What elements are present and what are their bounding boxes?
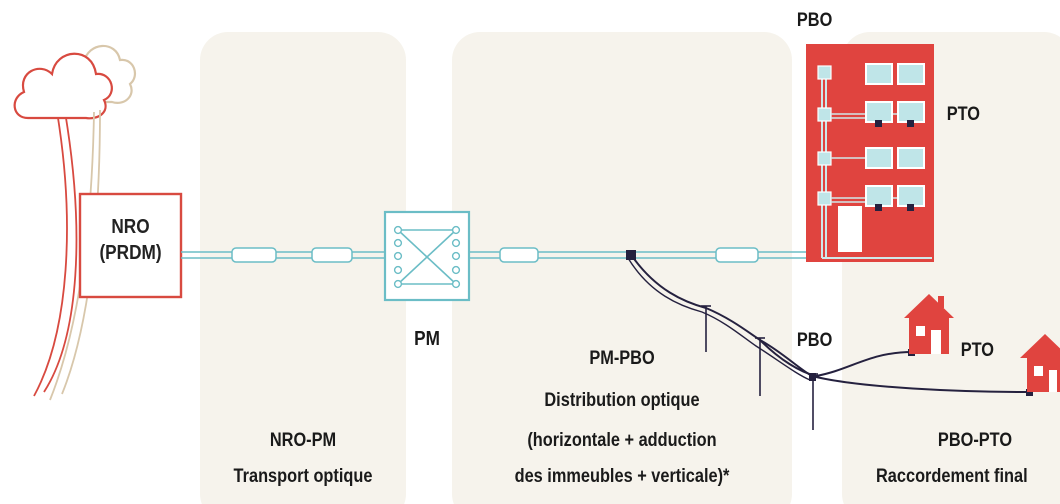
house-icon: [1020, 334, 1060, 392]
junction-box: [626, 250, 636, 260]
nro-label: NRO (PRDM): [80, 214, 181, 266]
pbo-house-label: PBO: [796, 330, 833, 351]
section-pm-pbo-title: PM-PBO: [589, 348, 655, 369]
building-icon: [806, 44, 934, 262]
nro-subtitle: (PRDM): [99, 242, 162, 264]
backbone-cable-red-2: [43, 117, 78, 393]
section-pm-pbo-line1: Distribution optique: [544, 390, 700, 411]
aerial-cable: [627, 257, 811, 381]
panel-pm-pbo: [452, 32, 792, 504]
pto-box: [1026, 389, 1033, 396]
section-pm-pbo-line3: des immeubles + verticale)*: [514, 466, 730, 487]
cloud-front-icon: [13, 52, 113, 120]
fiber-splice: [311, 247, 353, 263]
utility-pole: [755, 337, 765, 396]
section-pbo-pto-title: PBO-PTO: [937, 430, 1013, 451]
fiber-splice: [715, 247, 759, 263]
backbone-cable-red: [33, 117, 68, 397]
pm-cabinet: [383, 210, 471, 302]
pto-building-label: PTO: [946, 104, 981, 125]
pto-house-label: PTO: [960, 340, 995, 361]
pm-label: PM: [414, 328, 440, 350]
utility-pole: [808, 373, 818, 430]
section-nro-pm-subtitle: Transport optique: [233, 466, 373, 487]
fiber-splice: [231, 247, 277, 263]
section-pm-pbo-line2: (horizontale + adduction: [527, 430, 717, 451]
aerial-cable: [759, 339, 913, 378]
panel-nro-pm: [200, 32, 406, 504]
fiber-splice: [499, 247, 539, 263]
utility-pole: [701, 305, 711, 352]
nro-title: NRO: [111, 216, 150, 238]
section-pbo-pto-subtitle: Raccordement final: [876, 466, 1028, 487]
aerial-cable: [631, 255, 1031, 393]
nro-box: [78, 192, 183, 299]
section-nro-pm-title: NRO-PM: [269, 430, 337, 451]
house-icon: [904, 294, 954, 354]
pbo-building-label: PBO: [796, 10, 833, 31]
